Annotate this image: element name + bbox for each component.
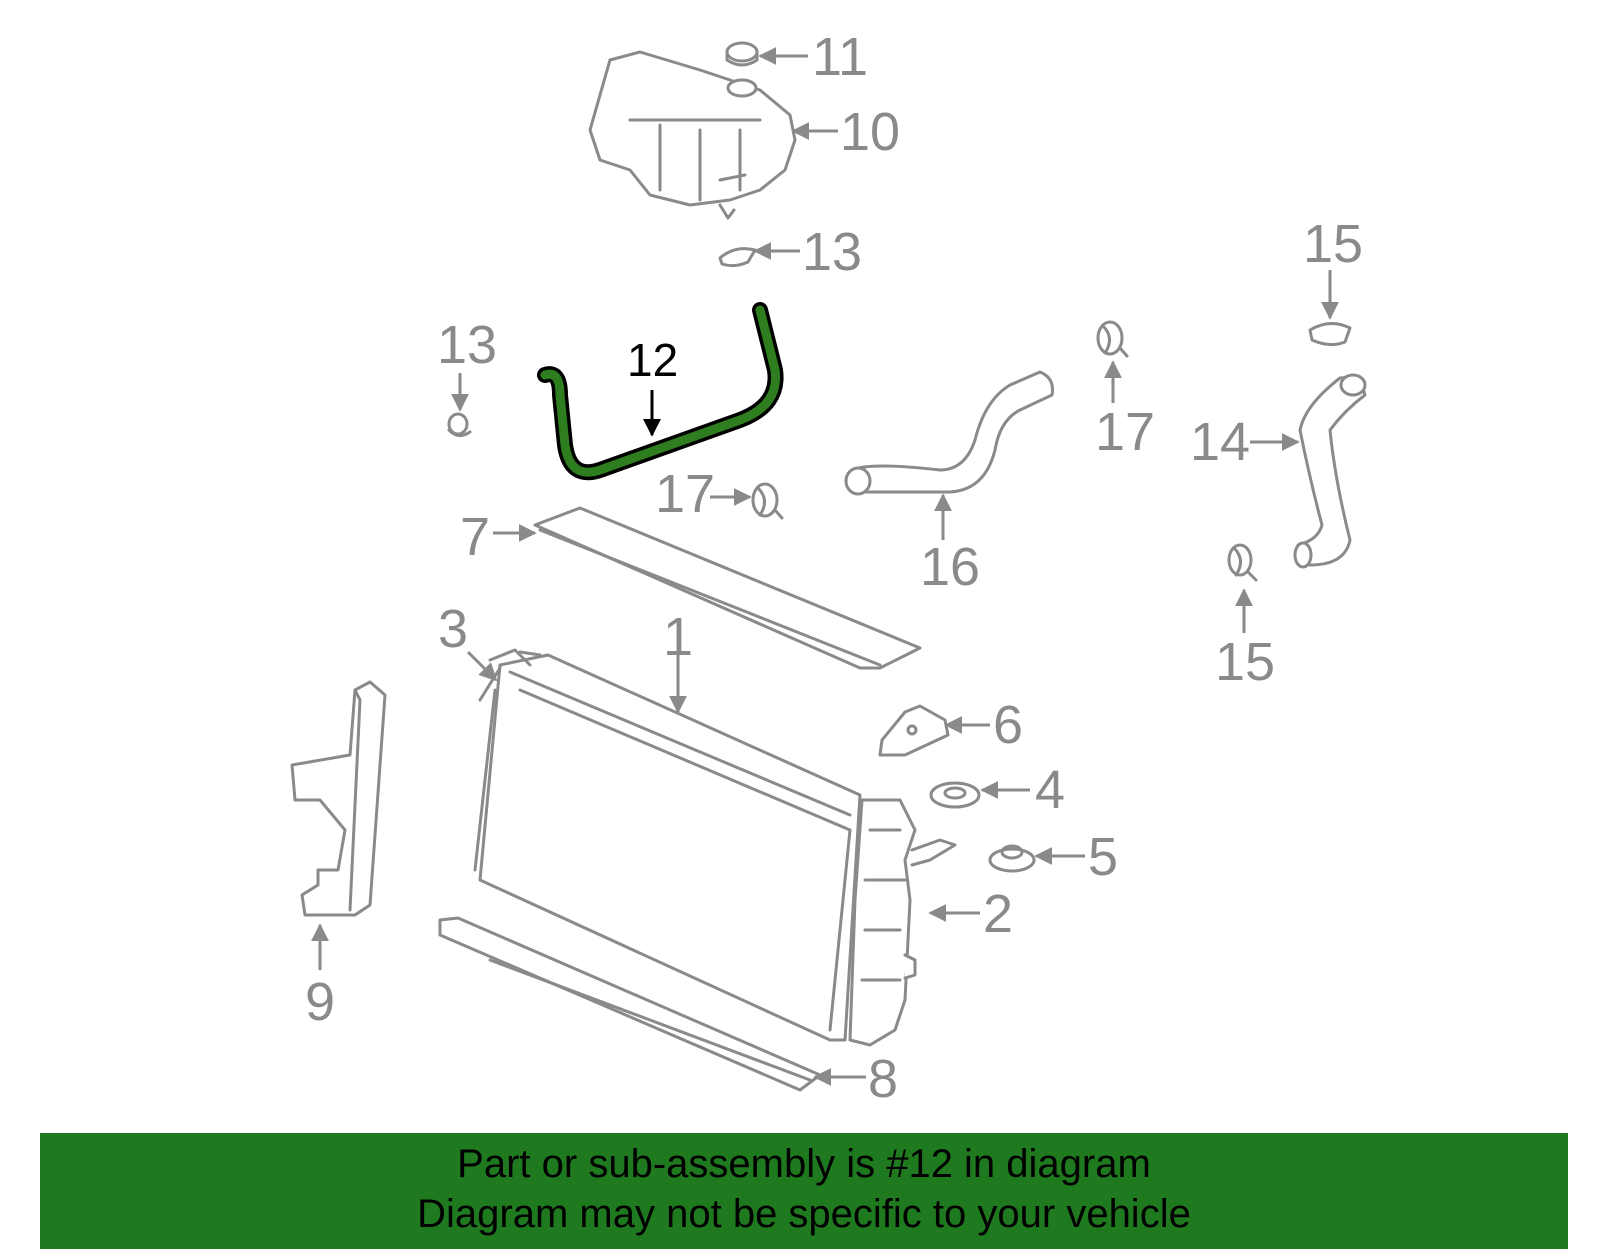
hose-clamp-17-lower [751, 482, 784, 520]
callout-1: 1 [663, 607, 693, 667]
callout-12: 12 [627, 334, 678, 386]
upper-radiator-hose [1293, 373, 1367, 569]
banner-line-2: Diagram may not be specific to your vehi… [417, 1192, 1191, 1236]
callout-8: 8 [868, 1049, 898, 1109]
highlighted-hose-part-12 [537, 302, 784, 481]
callout-17-upper: 17 [1095, 402, 1155, 462]
upper-air-baffle [533, 506, 922, 670]
callout-13-upper: 13 [802, 222, 862, 282]
lower-radiator-hose [844, 370, 1054, 496]
callout-11: 11 [812, 27, 868, 87]
callout-14: 14 [1190, 412, 1250, 472]
hose-clamp-15-upper [1308, 322, 1352, 347]
radiator-side-tank [848, 798, 957, 1047]
callout-15-lower: 15 [1215, 632, 1275, 692]
callout-13-left: 13 [437, 315, 497, 375]
hose-clamp-upper [718, 247, 757, 268]
hose-clamp-left [447, 412, 472, 437]
callout-7: 7 [460, 507, 490, 567]
hose-clamp-15-lower [1227, 543, 1258, 582]
hose-clamp-17-upper [1096, 320, 1129, 358]
lower-insulator [988, 844, 1036, 873]
callout-9: 9 [305, 972, 335, 1032]
radiator [473, 648, 862, 1042]
callout-5: 5 [1088, 827, 1118, 887]
callout-3: 3 [438, 599, 468, 659]
callout-6: 6 [993, 695, 1023, 755]
coolant-reservoir [588, 50, 797, 220]
upper-insulator [929, 781, 981, 809]
callout-16: 16 [920, 537, 980, 597]
callout-arrows [311, 47, 1339, 1086]
callout-4: 4 [1035, 760, 1065, 820]
callout-10: 10 [840, 102, 900, 162]
callout-15-upper: 15 [1303, 214, 1363, 274]
side-air-deflector [290, 680, 387, 917]
info-banner: Part or sub-assembly is #12 in diagram D… [40, 1133, 1568, 1249]
banner-line-1: Part or sub-assembly is #12 in diagram [457, 1142, 1151, 1186]
lower-air-baffle [438, 916, 822, 1092]
reservoir-cap [725, 41, 759, 67]
mounting-bracket [878, 704, 950, 757]
callout-17-lower: 17 [655, 464, 715, 524]
callout-2: 2 [983, 884, 1013, 944]
